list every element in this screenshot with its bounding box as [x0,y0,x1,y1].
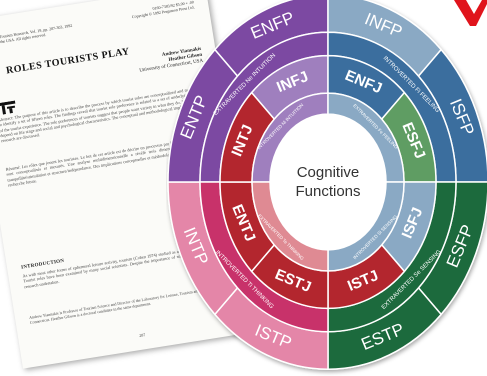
center-subtitle: Functions [295,183,360,200]
journal-header: Annals of Tourism Research, Vol. 19, pp.… [0,22,73,45]
red-brand-mark [454,0,487,26]
article-page: Annals of Tourism Research, Vol. 19, pp.… [0,0,241,338]
publisher-logo [0,100,16,115]
page-number: 287 [138,332,146,338]
wheel-disc [167,0,487,370]
center-disc [270,114,386,250]
center-title: Cognitive [297,164,360,181]
article-title: ROLES TOURISTS PLAY [5,46,131,77]
